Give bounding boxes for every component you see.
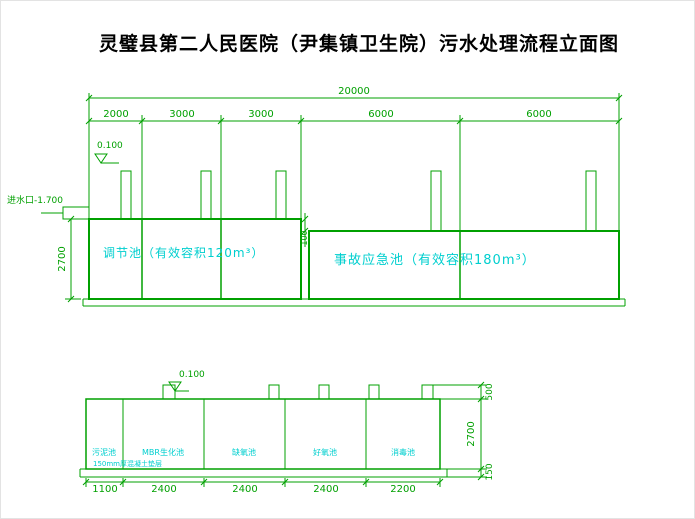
upper-gap-dimension [301,213,309,247]
compartment-label-2: MBR生化池 [142,448,184,457]
inlet-pipe [41,206,90,220]
tank-right-label: 事故应急池（有效容积180m³） [334,253,536,268]
upper-base-slab [82,298,626,307]
drawing-title: 灵璧县第二人民医院（尹集镇卫生院）污水处理流程立面图 [98,34,619,55]
lower-level-label: 0.100 [179,370,205,380]
lower-right-dimension [433,381,487,481]
upper-seg-dim-1: 2000 [103,109,129,120]
upper-height-dim-label: 2700 [57,246,68,272]
lower-bottom-dim-2: 2400 [151,484,177,495]
upper-seg-dim-2: 3000 [169,109,195,120]
upper-dimension-lines [85,93,623,231]
upper-gap-dim-label: 100 [300,230,309,246]
compartment-label-3: 缺氧池 [232,448,256,457]
lower-right-dim-150: 150 [485,463,495,481]
upper-total-dim-label: 20000 [338,86,370,97]
upper-seg-dim-3: 3000 [248,109,274,120]
upper-level-label: 0.100 [97,141,123,151]
lower-bottom-dim-3: 2400 [232,484,258,495]
lower-vent-stubs [162,384,434,400]
base-layer-note: 150mm厚混凝土垫层 [93,460,162,468]
compartment-label-4: 好氧池 [313,448,337,457]
upper-height-dimension [65,215,87,303]
lower-right-dim-500: 500 [485,383,495,401]
lower-bottom-dim-4: 2400 [313,484,339,495]
lower-base-slab [79,468,448,478]
compartment-label-1: 污泥池 [92,448,116,457]
upper-seg-dim-5: 6000 [526,109,552,120]
inlet-label: 进水口-1.700 [7,196,64,206]
lower-bottom-dim-1: 1100 [92,484,118,495]
lower-right-dim-2700: 2700 [466,421,477,447]
tank-left-label: 调节池（有效容积120m³） [103,246,265,260]
upper-level-symbol [94,153,119,164]
lower-level-symbol [168,381,189,392]
lower-bottom-dim-5: 2200 [390,484,416,495]
lower-bottom-dimension [82,478,444,487]
compartment-label-5: 消毒池 [391,448,415,457]
upper-seg-dim-4: 6000 [368,109,394,120]
upper-vent-stubs [120,170,597,232]
